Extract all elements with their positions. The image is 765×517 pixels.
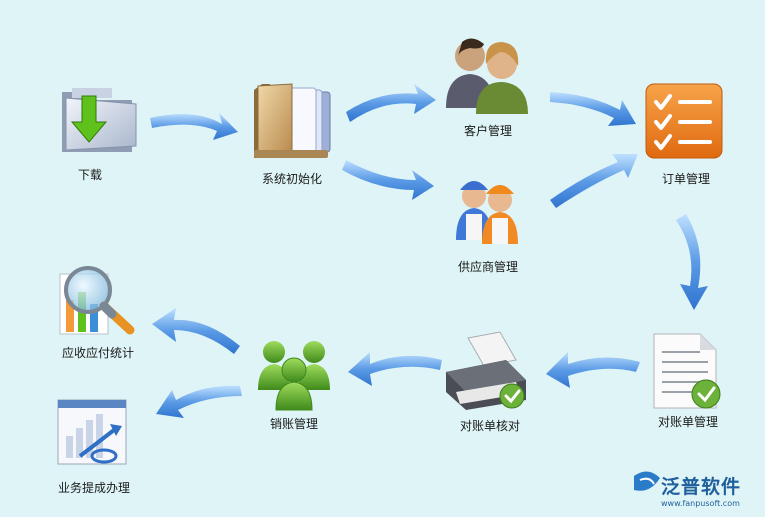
arrow-sales-to-stats <box>152 308 240 354</box>
printer-check-icon <box>446 331 526 410</box>
arrow-statement-to-check <box>546 352 640 388</box>
node-label-system-init: 系统初始化 <box>261 172 323 186</box>
node-label-ar-ap-stats: 应收应付统计 <box>61 346 135 360</box>
folder-download-icon <box>62 88 137 152</box>
document-check-icon <box>653 333 721 409</box>
checklist-icon <box>645 83 723 159</box>
arrow-check-to-sales <box>348 352 442 386</box>
arrow-init-to-customer <box>346 84 436 122</box>
arrow-order-to-statement <box>676 214 708 310</box>
arrow-download-to-init <box>150 113 238 140</box>
node-label-order-mgmt: 订单管理 <box>661 172 711 186</box>
node-label-customer-mgmt: 客户管理 <box>463 124 513 138</box>
node-label-statement-mgmt: 对账单管理 <box>657 415 719 429</box>
node-label-download: 下载 <box>77 168 103 182</box>
workers-icon <box>456 181 518 244</box>
node-label-statement-check: 对账单核对 <box>459 419 521 433</box>
folder-files-icon <box>254 83 331 158</box>
arrow-customer-to-order <box>550 92 636 126</box>
arrow-init-to-supplier <box>342 160 434 200</box>
logo-url: www.fanpusoft.com <box>661 499 740 508</box>
fanpu-logo-icon <box>634 471 660 491</box>
arrow-supplier-to-order <box>550 154 638 208</box>
chart-magnifier-icon <box>59 266 135 335</box>
node-label-commission: 业务提成办理 <box>57 481 131 495</box>
node-label-sales-mgmt: 销账管理 <box>269 417 319 431</box>
node-label-supplier-mgmt: 供应商管理 <box>457 260 519 274</box>
logo-name: 泛普软件 <box>661 476 742 498</box>
customers-icon <box>446 38 528 114</box>
group-icon <box>258 341 330 411</box>
arrow-sales-to-commission <box>156 385 242 418</box>
report-chart-icon <box>57 399 127 465</box>
